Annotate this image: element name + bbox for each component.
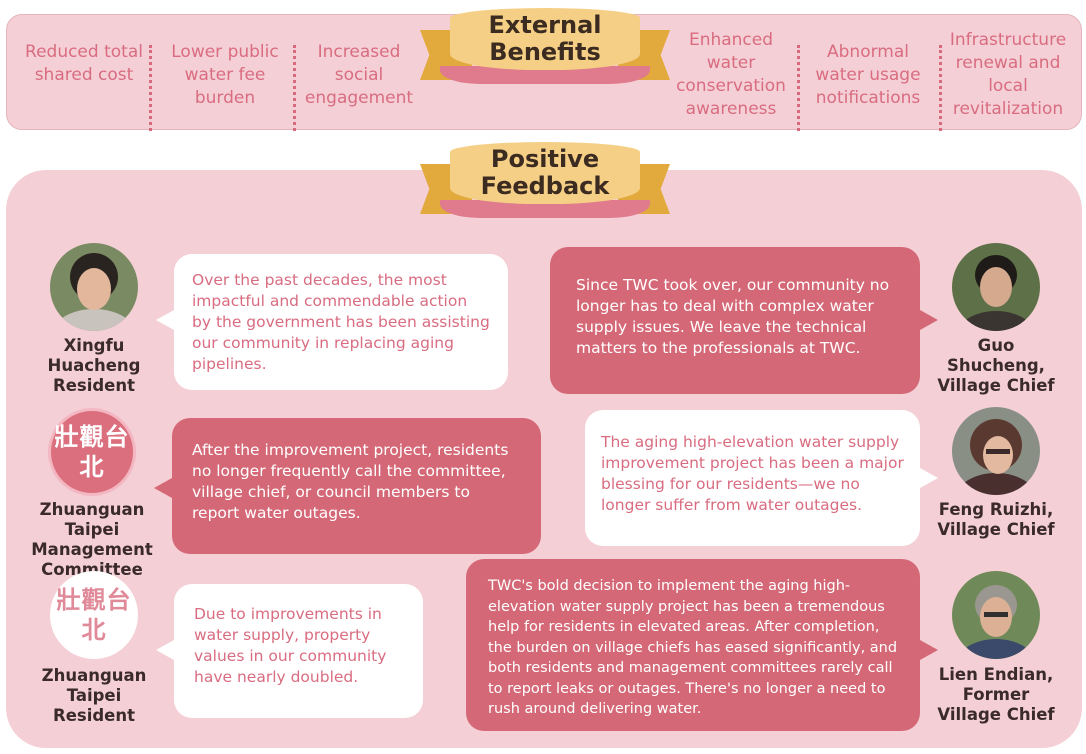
quote-bubble: After the improvement project, residents… [172,418,541,554]
bubble-pointer [920,640,938,660]
zhuanguan-logo: 壯觀台北 [48,408,136,496]
bubble-pointer [920,468,938,488]
portrait-man-icon [952,571,1040,659]
zhuanguan-logo: 壯觀台北 [50,571,138,659]
external-benefits-ribbon: External Benefits [420,8,670,98]
quote-bubble: Due to improvements in water supply, pro… [174,584,423,718]
person-name: Feng Ruizhi, Village Chief [937,500,1055,539]
divider [293,45,296,131]
divider [149,45,152,131]
portrait-woman-icon [952,407,1040,495]
bubble-pointer [156,640,174,660]
avatar-lien-endian [952,571,1040,659]
divider [797,45,800,131]
person-name: Guo Shucheng, Village Chief [937,336,1055,395]
person-name: Zhuanguan Taipei Resident [41,666,147,725]
quote-bubble: Since TWC took over, our community no lo… [550,247,920,394]
quote-bubble: Over the past decades, the most impactfu… [174,254,508,390]
bubble-pointer [154,478,172,498]
avatar-feng-ruizhi [952,407,1040,495]
benefit-conservation-awareness: Enhanced water conservation awareness [676,30,786,119]
portrait-man-icon [952,243,1040,331]
benefit-infrastructure-renewal: Infrastructure renewal and local revital… [949,30,1067,119]
benefit-abnormal-usage: Abnormal water usage notifications [815,42,921,108]
avatar-xingfu-resident [50,243,138,331]
quote-bubble: The aging high-elevation water supply im… [585,410,920,546]
benefit-social-engagement: Increased social engagement [304,42,414,108]
ribbon-shadow [440,200,650,218]
positive-feedback-title: Positive Feedback [450,142,640,204]
divider [939,45,942,131]
avatar-guo-shucheng [952,243,1040,331]
ribbon-shadow [440,66,650,84]
bubble-pointer [156,310,174,330]
positive-feedback-ribbon: Positive Feedback [420,142,670,234]
benefit-lower-fee: Lower public water fee burden [171,42,279,108]
person-name: Lien Endian, Former Village Chief [937,665,1055,724]
person-name: Zhuanguan Taipei Management Committee [31,500,153,579]
external-benefits-title: External Benefits [450,8,640,70]
quote-bubble: TWC's bold decision to implement the agi… [466,559,920,731]
portrait-woman-icon [50,243,138,331]
person-name: Xingfu Huacheng Resident [47,336,141,395]
bubble-pointer [920,310,938,330]
benefit-reduced-cost: Reduced total shared cost [25,42,143,85]
